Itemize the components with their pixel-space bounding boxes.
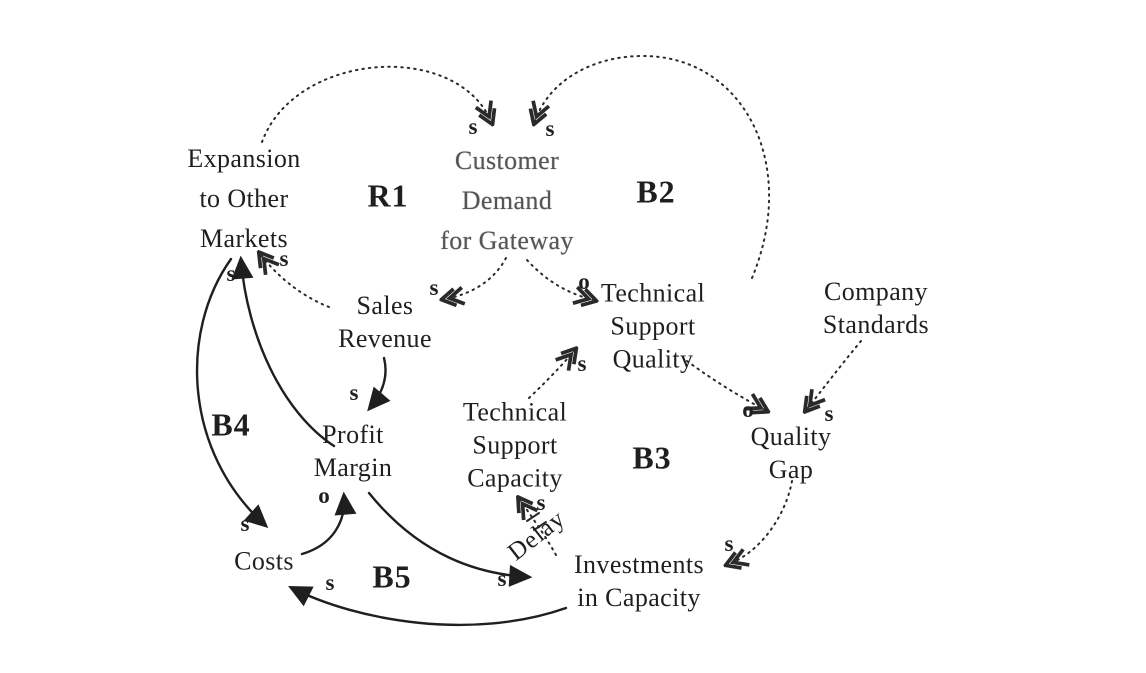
- polarity-quality-to-demand: s: [545, 116, 555, 141]
- arrow-investments-to-capacity: [520, 500, 557, 556]
- polarity-gap-to-investments: s: [724, 531, 734, 556]
- loop-label-b4: B4: [211, 406, 251, 443]
- polarity-investments-to-capacity: s: [536, 490, 546, 515]
- polarity-investments-to-costs: s: [325, 570, 335, 595]
- arrow-capacity-to-quality: [528, 351, 574, 399]
- arrow-customer-demand-to-quality: [526, 259, 593, 300]
- arrow-profit-to-expansion: [231, 255, 336, 448]
- arrow-customer-demand-to-sales: [445, 257, 507, 299]
- polarity-demand-to-quality: o: [578, 269, 590, 294]
- delay-tick-mark: [526, 512, 540, 522]
- polarity-expansion-to-demand: s: [468, 114, 478, 139]
- node-quality-gap: Quality Gap: [750, 422, 832, 484]
- arrow-costs-to-profit: [300, 491, 357, 556]
- node-investments-in-capacity: Investments in Capacity: [573, 550, 705, 612]
- arrow-quality-to-customer-demand: [535, 54, 771, 279]
- node-customer-demand-for-gateway: Customer Demand for Gateway: [440, 146, 574, 255]
- arrow-sales-to-profit: [367, 356, 391, 412]
- arrow-sales-to-expansion: [261, 255, 330, 308]
- loop-label-b3: B3: [632, 439, 672, 476]
- loop-label-b5: B5: [372, 558, 412, 595]
- polarity-capacity-to-quality: s: [577, 351, 587, 376]
- node-technical-support-capacity: Technical Support Capacity: [462, 397, 568, 493]
- polarity-expansion-to-costs: s: [240, 511, 250, 536]
- polarity-sales-to-profit: s: [349, 380, 359, 405]
- arrow-quality-to-quality-gap: [686, 360, 765, 410]
- node-expansion-to-other-markets: Expansion to Other Markets: [187, 144, 301, 253]
- loop-label-b2: B2: [636, 173, 676, 210]
- node-technical-support-quality: Technical Support Quality: [600, 278, 706, 374]
- polarity-profit-to-expansion: s: [226, 261, 236, 286]
- polarity-sales-to-expansion: s: [279, 246, 289, 271]
- polarity-standards-to-gap: s: [824, 401, 834, 426]
- arrow-standards-to-quality-gap: [807, 340, 862, 409]
- arrow-expansion-to-customer-demand: [261, 65, 491, 143]
- loop-label-r1: R1: [367, 177, 409, 214]
- arrow-quality-gap-to-investments: [729, 480, 793, 564]
- node-costs: Costs: [234, 546, 294, 576]
- node-profit-margin: Profit Margin: [313, 420, 393, 482]
- delay-tick-mark: [533, 521, 547, 531]
- polarity-costs-to-profit: o: [318, 483, 330, 508]
- arrow-expansion-to-costs: [195, 257, 269, 528]
- polarity-demand-to-sales: s: [429, 275, 439, 300]
- node-sales-revenue: Sales Revenue: [338, 291, 432, 353]
- polarity-profit-to-investments: s: [497, 566, 507, 591]
- arrow-profit-to-investments: [367, 491, 533, 587]
- arrow-investments-to-costs: [288, 586, 568, 627]
- polarity-quality-to-gap: o: [742, 397, 754, 422]
- node-company-standards: Company Standards: [822, 277, 930, 339]
